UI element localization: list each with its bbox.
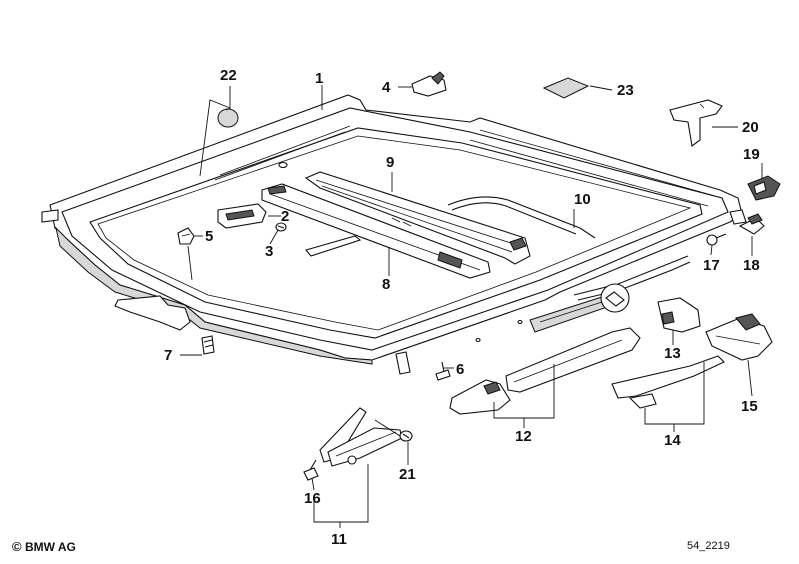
part-4-clip [411,71,447,97]
callout-16: 16 [304,490,321,507]
callout-4: 4 [382,79,391,96]
part-19-clip [747,175,781,201]
part-13-slide [657,297,701,333]
callout-5: 5 [205,228,214,245]
copyright-text: BMW AG [24,540,76,554]
part-14-lever [611,355,725,409]
part-12-guide-arm [449,327,641,415]
callout-20: 20 [742,119,759,136]
copyright-notice: © BMW AG [12,540,76,553]
part-21-screw [399,430,413,442]
callout-3: 3 [265,243,274,260]
callout-23: 23 [617,82,634,99]
leader-lines [180,85,763,528]
wind-deflector [304,171,531,265]
callout-19: 19 [743,146,760,163]
callout-1: 1 [315,70,324,87]
callout-12: 12 [515,428,532,445]
rear-seal [447,196,691,301]
part-15-bracket [705,313,773,361]
callout-10: 10 [574,191,591,208]
callout-6: 6 [456,361,465,378]
part-17-screw [706,233,727,246]
part-2-bracket [217,203,267,229]
callout-7: 7 [164,347,173,364]
part-18-clip [738,213,765,235]
part-7-screw [201,335,215,355]
part-3-screw [275,222,287,232]
small-guide-rail [305,235,362,257]
part-16-screw [303,459,319,481]
part-5-clip [177,227,195,245]
callout-2: 2 [281,208,290,225]
part-22-cap [217,108,239,128]
callout-13: 13 [664,345,681,362]
front-cross-member [261,183,491,279]
callout-22: 22 [220,67,237,84]
callout-14: 14 [664,432,681,449]
part-6-screw [435,361,451,381]
diagram-id: 54_2219 [687,540,730,552]
callout-8: 8 [382,276,391,293]
callout-21: 21 [399,466,416,483]
part-20-bracket [669,99,723,147]
part-11-hinge [319,407,403,467]
callout-17: 17 [703,257,720,274]
cable-guide [529,283,630,333]
callout-18: 18 [743,257,760,274]
copyright-symbol: © [12,539,22,554]
callout-15: 15 [741,398,758,415]
callout-11: 11 [331,531,347,548]
callout-9: 9 [386,154,395,171]
part-23-pad [542,77,590,99]
